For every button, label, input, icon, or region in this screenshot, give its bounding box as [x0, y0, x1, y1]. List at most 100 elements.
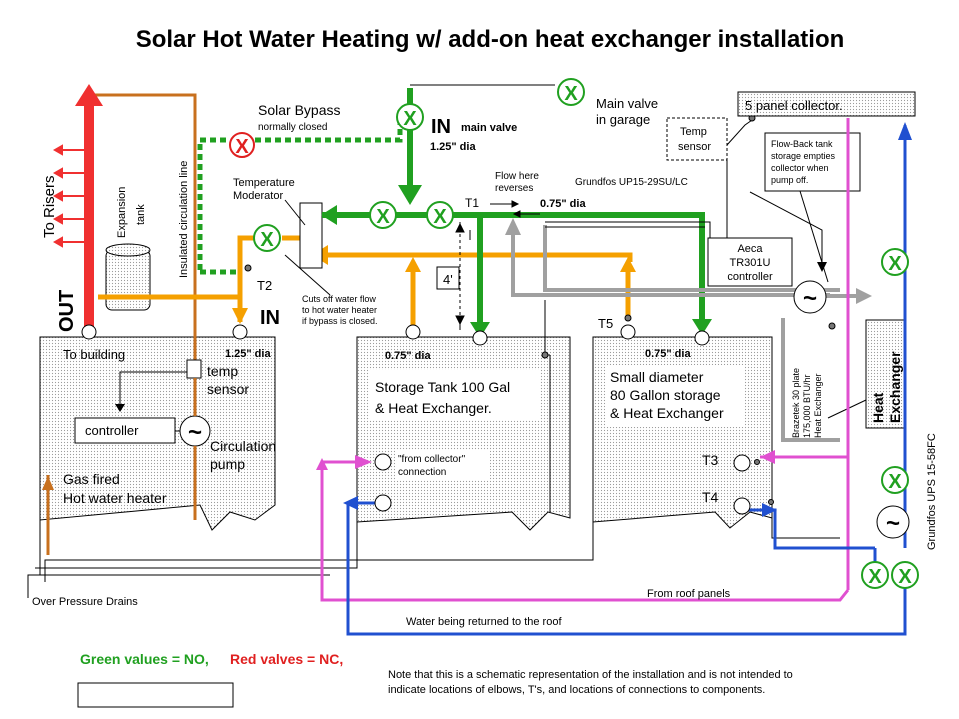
from-roof-label: From roof panels [647, 588, 731, 600]
from-collector-1: "from collector" [398, 454, 466, 465]
temp-sensor-box-2: sensor [678, 141, 711, 153]
from-collector-label-box [395, 450, 490, 480]
temperature-moderator-label-2: Moderator [233, 190, 283, 202]
t5-sensor-dot [624, 314, 632, 322]
controller-label: controller [85, 423, 139, 438]
storage-port-right [472, 330, 488, 346]
small-tank-label-1: Small diameter [610, 369, 704, 385]
storage-tank-label-1: Storage Tank 100 Gal [375, 379, 510, 395]
dia-075-small: 0.75" dia [645, 348, 691, 360]
panel-collector [737, 91, 916, 117]
pink-arrow-small [760, 450, 775, 464]
valve-right-upper: X [881, 248, 909, 276]
heater-controller [74, 417, 176, 444]
empty-legend-box [77, 682, 234, 708]
grey-arrow-right [856, 288, 872, 304]
aeca-1: Aeca [737, 243, 763, 255]
dia-125-main: 1.25" dia [430, 141, 476, 153]
solar-bypass-label: Solar Bypass [258, 102, 340, 118]
moderator-valve: X [253, 224, 281, 252]
flow-back-2: storage empties [771, 151, 836, 161]
over-pressure-drains [27, 518, 840, 598]
grey-arrow-up [505, 218, 521, 235]
to-risers-label: To Risers [41, 175, 58, 238]
main-valve-in: X [396, 103, 424, 131]
from-collector-port [374, 453, 392, 471]
dia-125-heater: 1.25" dia [225, 348, 271, 360]
in-heater-label: IN [260, 307, 280, 329]
green-arrow-small [692, 319, 712, 335]
temp-sensor-box-1: Temp [680, 126, 707, 138]
small-port-left [620, 324, 636, 340]
cuts-off-line-2: to hot water heater [302, 305, 377, 315]
t2-sensor-dot [244, 264, 252, 272]
t3-sensor-dot [754, 459, 760, 465]
main-valve-garage-2: in garage [596, 112, 650, 127]
orange-arrow-down-heater [232, 308, 248, 324]
aeca-pointer [749, 191, 823, 268]
blue-arrow-up [898, 122, 912, 140]
dia-075-storage: 0.75" dia [385, 350, 431, 362]
flow-back-box [764, 132, 861, 192]
circulation-pump-2: pump [210, 456, 245, 472]
flow-back-3: collector when [771, 163, 829, 173]
heater-temp-sensor [186, 359, 202, 379]
valve-bottom-left: X [861, 561, 889, 589]
svg-text:X: X [564, 83, 578, 105]
temperature-moderator-label-1: Temperature [233, 177, 295, 189]
main-arrow-down [398, 185, 422, 205]
small-port-right [694, 330, 710, 346]
valve-left-2: X [426, 201, 454, 229]
sensor-wire-arrow [115, 404, 125, 412]
insulated-line-label: Insulated circulation line [178, 161, 190, 278]
gas-fired-2: Hot water heater [63, 490, 167, 506]
t1-label: T1 [465, 196, 479, 210]
gas-fired-1: Gas fired [63, 471, 120, 487]
note-line-2: indicate locations of elbows, T's, and l… [388, 684, 765, 696]
temp-sensor-box [666, 117, 728, 161]
temp-sensor-heater-2: sensor [207, 381, 249, 397]
svg-text:X: X [376, 206, 390, 228]
hot-out-line [52, 84, 103, 340]
t4-sensor-dot [768, 499, 774, 505]
cuts-off-line-3: if bypass is closed. [302, 316, 378, 326]
svg-text:X: X [403, 108, 417, 130]
to-building-label: To building [63, 347, 125, 362]
svg-text:X: X [235, 136, 249, 158]
four-foot-label: 4' [443, 272, 453, 287]
moderator-pointer [284, 199, 306, 226]
svg-text:~: ~ [803, 285, 817, 312]
blue-arrow-small [762, 503, 777, 517]
temp-sensor-heater-1: temp [207, 363, 238, 379]
water-returned-label: Water being returned to the roof [406, 616, 562, 628]
svg-text:X: X [888, 253, 902, 275]
pink-arrow-storage [355, 455, 372, 469]
thin-black-lines [459, 221, 711, 512]
small-tank-label-box [605, 365, 745, 427]
orange-arrow-up-small [620, 257, 636, 272]
heat-exchanger-label-1: Heat [870, 392, 886, 423]
aeca-controller [707, 237, 793, 287]
four-foot-dimension [436, 222, 465, 326]
main-valve-garage-1: Main valve [596, 96, 658, 111]
aeca-pointer-head [817, 262, 827, 272]
t3-port [733, 454, 751, 472]
temperature-moderator [299, 202, 323, 269]
flow-back-4: pump off. [771, 175, 808, 185]
t3-label: T3 [702, 452, 719, 468]
green-arrow-left [321, 205, 337, 225]
svg-text:X: X [888, 471, 902, 493]
diagram-title: Solar Hot Water Heating w/ add-on heat e… [136, 26, 845, 53]
t4-port [733, 497, 751, 515]
t4-label: T4 [702, 489, 719, 505]
storage-return-port [374, 494, 392, 512]
in-main-label: IN [431, 116, 451, 138]
circulation-pump-1: Circulation [210, 438, 276, 454]
blue-arrow-storage [343, 496, 358, 510]
t5-label: T5 [598, 316, 613, 331]
legend-green: Green values = NO, [80, 651, 209, 667]
aeca-3: controller [727, 271, 773, 283]
brazetek-2: 175,000 BTU/hr [802, 374, 812, 438]
brown-riser-line [42, 93, 197, 555]
